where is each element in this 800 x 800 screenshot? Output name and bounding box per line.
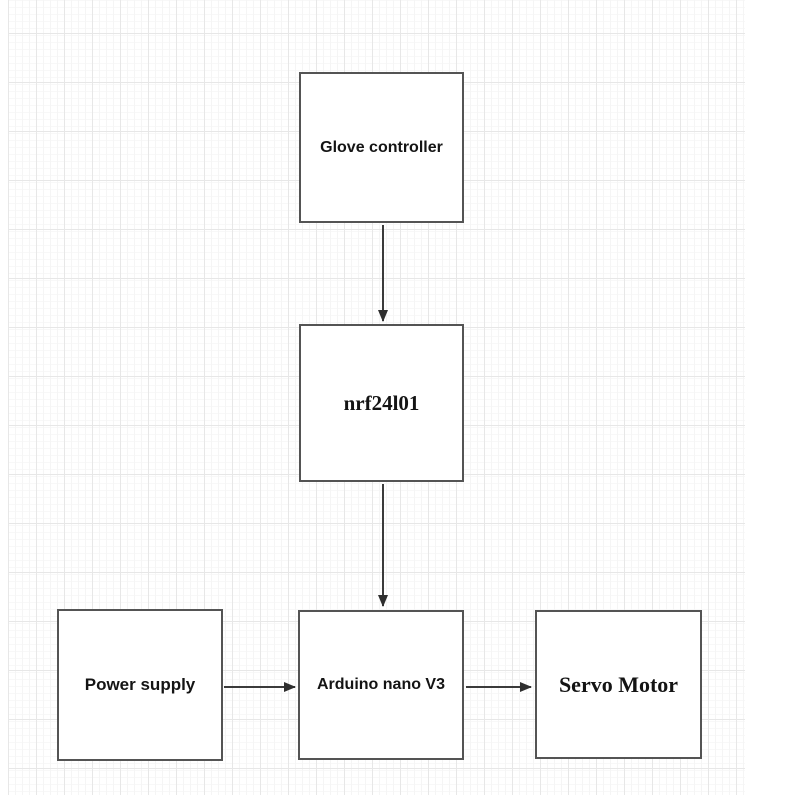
node-nrf24l01-label: nrf24l01: [343, 390, 420, 415]
node-servo-motor[interactable]: Servo Motor: [535, 610, 702, 759]
node-nrf24l01[interactable]: nrf24l01: [299, 324, 464, 482]
node-power-supply[interactable]: Power supply: [57, 609, 223, 761]
node-arduino-nano-v3-label: Arduino nano V3: [317, 676, 445, 693]
node-glove-controller-label: Glove controller: [320, 138, 443, 156]
node-power-supply-label: Power supply: [84, 675, 196, 694]
node-servo-motor-label: Servo Motor: [558, 671, 679, 697]
node-arduino-nano-v3[interactable]: Arduino nano V3: [298, 610, 464, 760]
node-glove-controller[interactable]: Glove controller: [299, 72, 464, 223]
